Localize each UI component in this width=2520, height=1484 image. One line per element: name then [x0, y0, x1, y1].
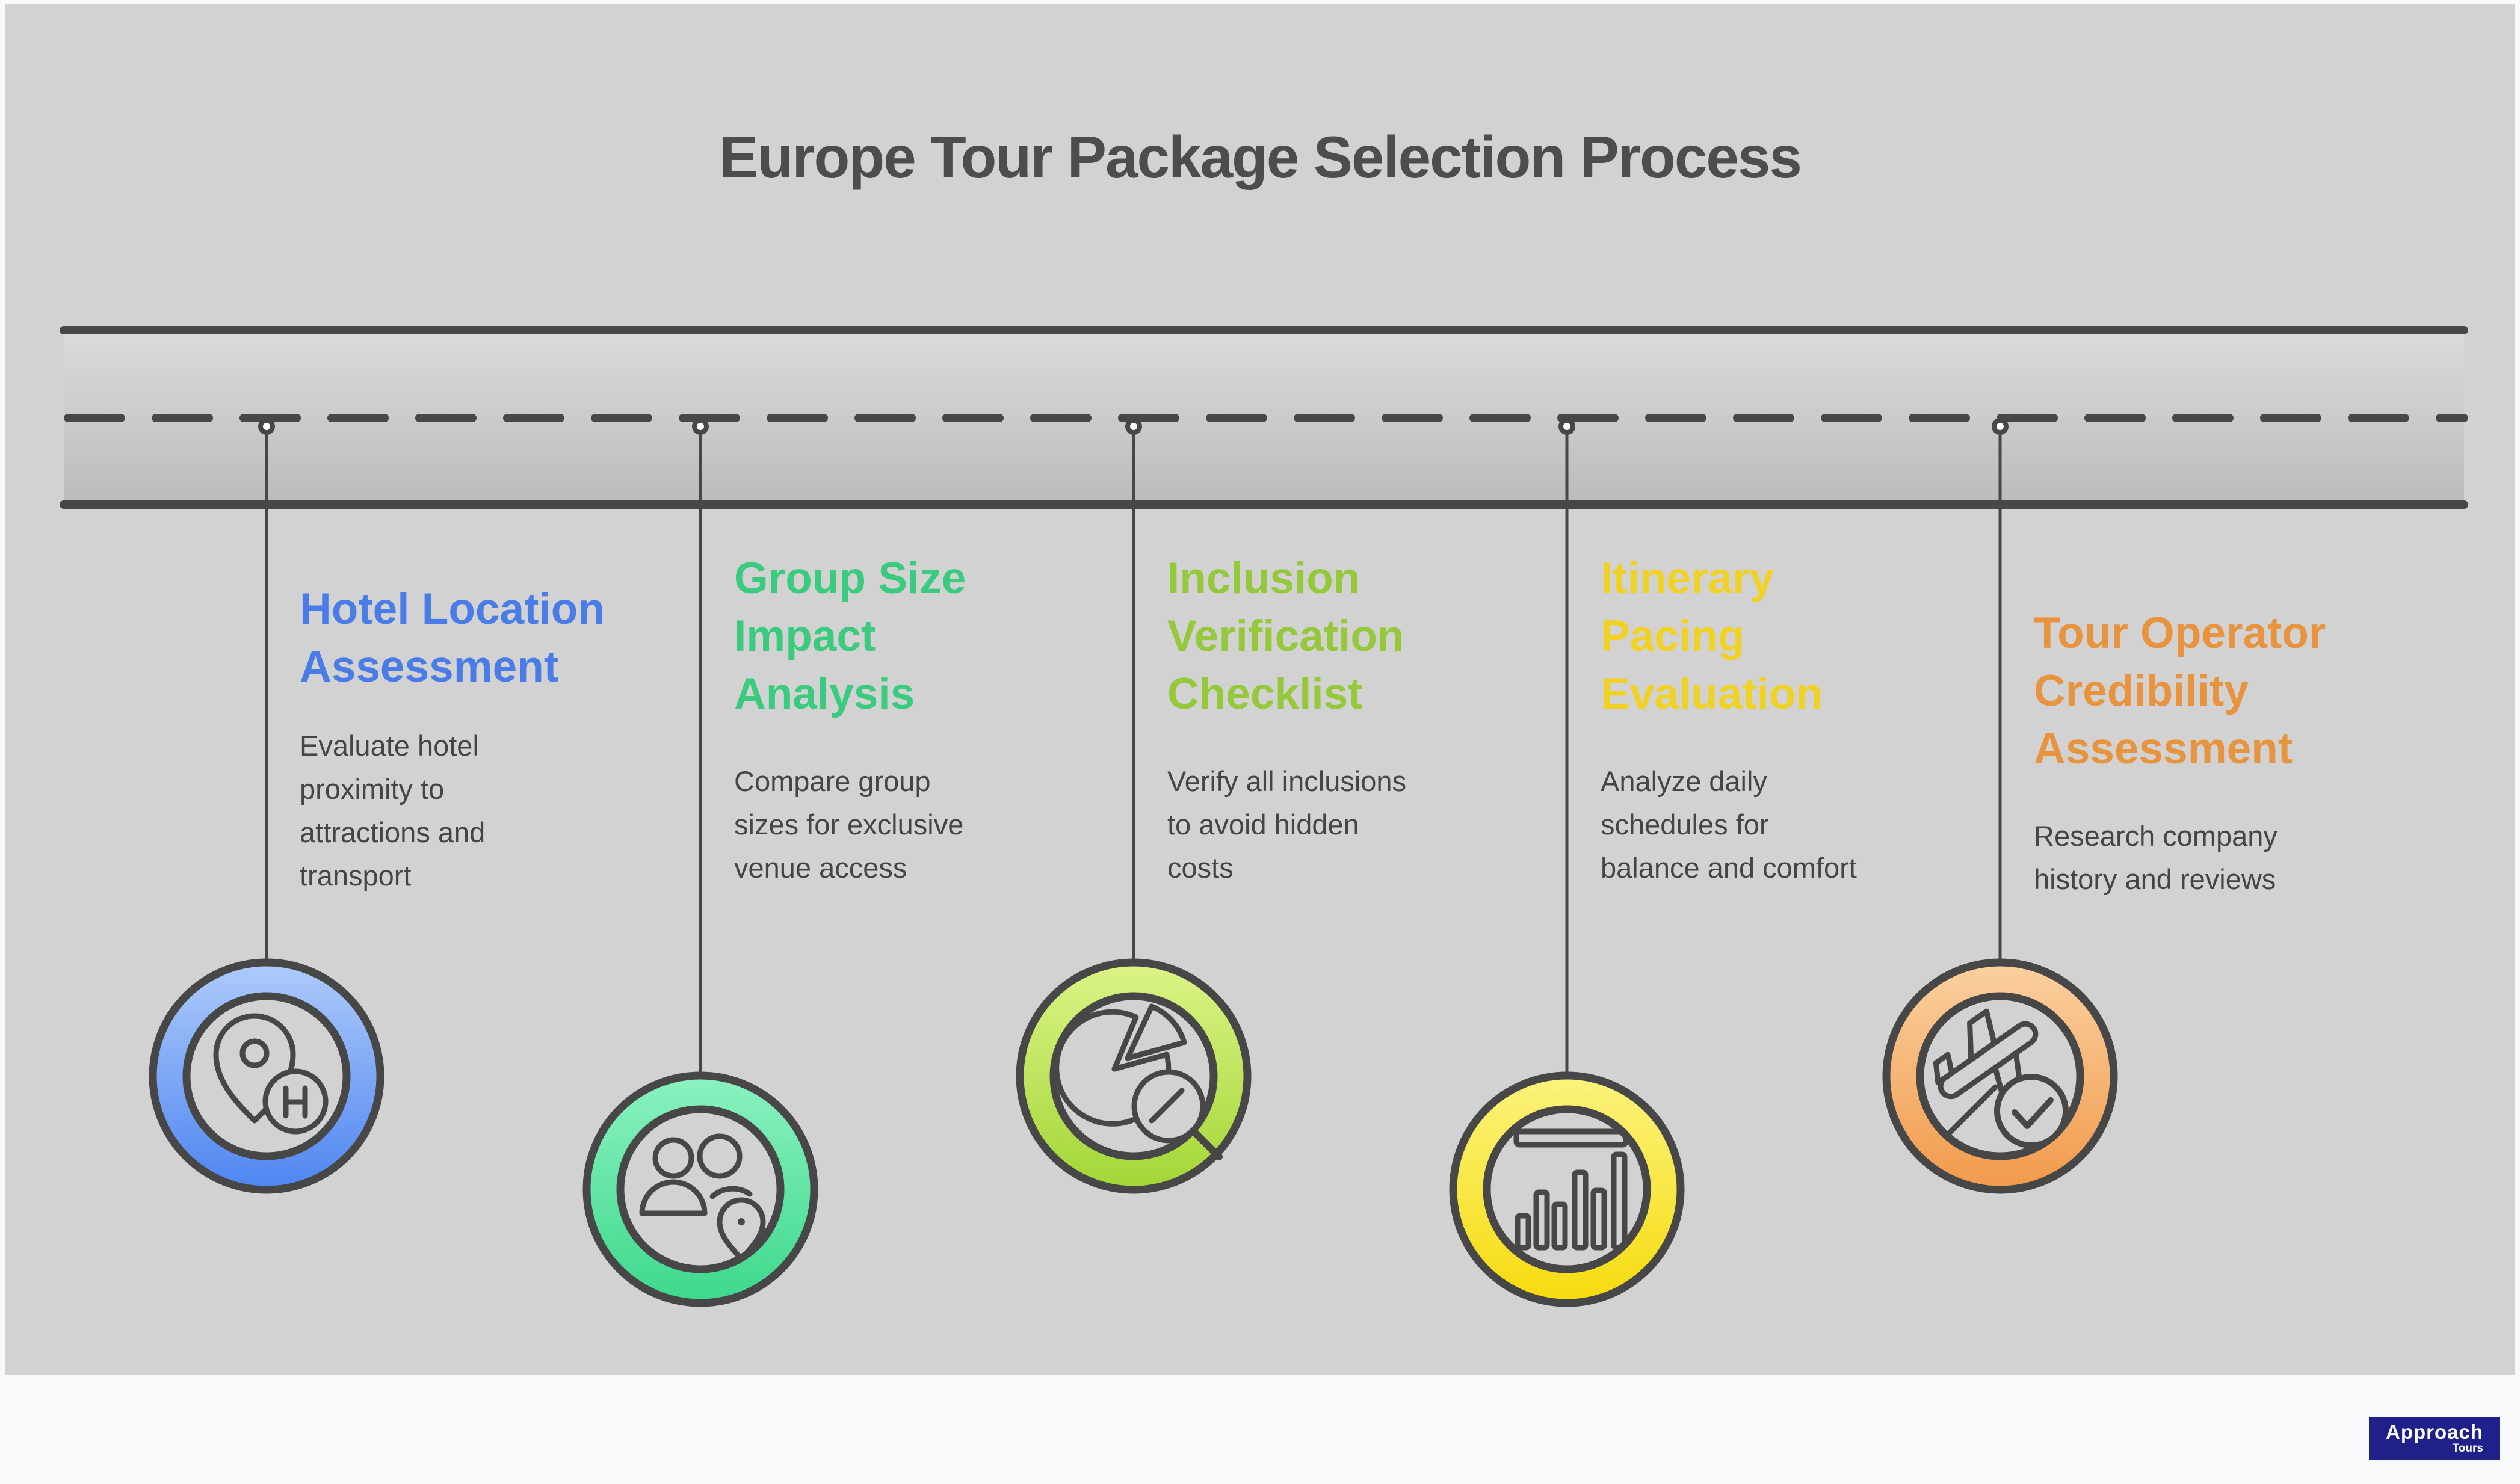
chart-bar [1590, 1187, 1607, 1251]
step-5-text-block: Tour Operator Credibility Assessment Res… [2034, 605, 2455, 895]
airplane-tail [1933, 1051, 1955, 1086]
person-shoulders-back [709, 1186, 753, 1199]
step-description: Evaluate hotel proximity to attractions … [300, 730, 486, 891]
icon-ring-inner [1916, 992, 2084, 1160]
connector-lines [265, 426, 2002, 1074]
lens-detail-line [1149, 1088, 1185, 1124]
person-head [652, 1137, 694, 1179]
pie-slice [1125, 1003, 1187, 1061]
pie-chart-magnifier-icon [1016, 958, 1252, 1194]
icon-ring [1449, 1071, 1685, 1307]
chart-bar [1572, 1169, 1589, 1251]
magnifier-handle [1190, 1127, 1223, 1160]
magnifier-lens [1131, 1069, 1206, 1144]
icon-ring [149, 958, 384, 1194]
chart-header-bar [1513, 1128, 1629, 1148]
location-pin-small [717, 1197, 766, 1262]
road-marker-dot [692, 418, 709, 435]
road-markers [258, 418, 2009, 435]
chart-bar [1515, 1213, 1531, 1251]
step-title: Hotel Location Assessment [300, 585, 605, 691]
pin-hole [239, 1038, 270, 1068]
chart-bar [1611, 1151, 1628, 1251]
check-mark [2012, 1097, 2054, 1129]
step-3-text-block: Inclusion Verification Checklist Verify … [1167, 550, 1589, 884]
road-marker-dot [1125, 418, 1142, 435]
takeoff-swoosh [1944, 1084, 1998, 1138]
brand-logo: Approach Tours [2369, 1417, 2500, 1460]
check-circle [1994, 1074, 2069, 1148]
bar-chart-icon [1449, 1071, 1685, 1307]
step-title: Itinerary Pacing Evaluation [1601, 554, 1823, 718]
icon-ring [1016, 958, 1252, 1194]
icon-ring-inner [616, 1105, 785, 1273]
road [60, 326, 2468, 509]
infographic-canvas: Europe Tour Package Selection Process [5, 4, 2515, 1375]
step-4-text-block: Itinerary Pacing Evaluation Analyze dail… [1601, 550, 2022, 884]
pin-dot [738, 1218, 745, 1225]
pie-body [1054, 1009, 1172, 1127]
step-1-text-block: Hotel Location Assessment Evaluate hotel… [300, 580, 721, 891]
road-surface [64, 334, 2464, 500]
step-title: Inclusion Verification Checklist [1167, 554, 1404, 718]
airplane-near-wing [1992, 1050, 2024, 1104]
step-description: Research company history and reviews [2034, 820, 2278, 895]
brand-name: Approach [2385, 1421, 2483, 1443]
person-shoulders [639, 1179, 708, 1216]
brand-tagline: Tours [2452, 1442, 2483, 1455]
airplane-fuselage [1938, 1021, 2039, 1100]
chart-bar [1533, 1189, 1550, 1251]
airplane-check-icon [1882, 958, 2118, 1194]
icon-ring-inner [1049, 992, 1218, 1160]
icon-ring [1882, 958, 2118, 1194]
step-description: Analyze daily schedules for balance and … [1601, 765, 1857, 884]
step-2-text-block: Group Size Impact Analysis Compare group… [734, 550, 1155, 884]
step-description: Verify all inclusions to avoid hidden co… [1167, 765, 1407, 884]
step-title: Group Size Impact Analysis [734, 554, 966, 718]
road-marker-dot [258, 418, 275, 435]
hotel-h-letter [283, 1085, 308, 1119]
person-head [697, 1133, 743, 1179]
hotel-location-pin-icon [149, 958, 384, 1194]
step-title: Tour Operator Credibility Assessment [2034, 609, 2326, 773]
airplane-far-wing [1967, 1008, 1997, 1062]
location-pin [213, 1013, 296, 1124]
icon-ring-inner [182, 992, 351, 1160]
road-marker-dot [1992, 418, 2009, 435]
page-title: Europe Tour Package Selection Process [719, 124, 1802, 190]
people-group-pin-icon [582, 1071, 818, 1307]
icon-ring-inner [1483, 1105, 1651, 1273]
icon-ring [582, 1071, 818, 1307]
step-description: Compare group sizes for exclusive venue … [734, 765, 964, 884]
chart-bar [1551, 1201, 1568, 1251]
airplane [1933, 1008, 2039, 1104]
hotel-badge-circle [262, 1068, 329, 1135]
road-marker-dot [1558, 418, 1575, 435]
